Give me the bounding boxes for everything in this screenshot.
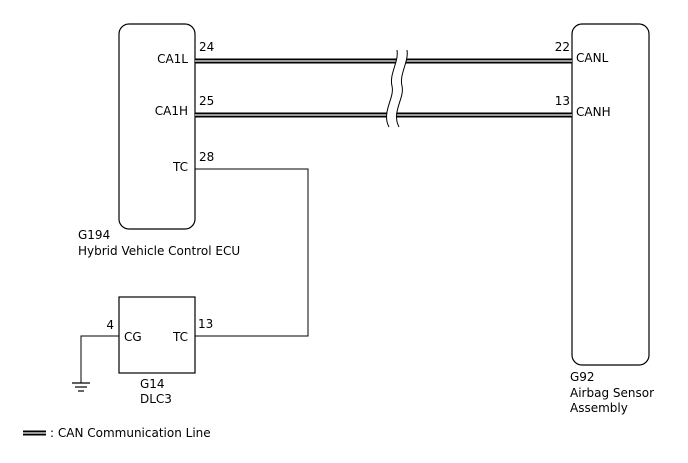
tc-wire <box>195 168 309 337</box>
dlc-pin-tc-number: 13 <box>198 317 213 331</box>
ecu-pin-ca1l-label: CA1L <box>157 52 188 66</box>
airbag-pin-canh-number: 13 <box>555 94 570 108</box>
ecu-pin-ca1l-number: 24 <box>199 40 214 54</box>
ecu-name: Hybrid Vehicle Control ECU <box>78 244 240 258</box>
airbag-pin-canl-number: 22 <box>555 40 570 54</box>
dlc-pin-tc-label: TC <box>172 330 188 344</box>
can-line-legend-label: : CAN Communication Line <box>50 426 211 440</box>
airbag-name-line1: Airbag Sensor <box>570 386 654 400</box>
ecu-pin-tc-label: TC <box>172 160 188 174</box>
airbag-sensor-box <box>571 23 650 366</box>
ecu-pin-ca1h-label: CA1H <box>155 104 188 118</box>
hybrid-ecu-box <box>118 23 196 230</box>
dlc-name: DLC3 <box>140 392 172 406</box>
airbag-code: G92 <box>570 370 595 384</box>
dlc-pin-cg-label: CG <box>124 330 142 344</box>
dlc-pin-cg-number: 4 <box>106 318 114 332</box>
ecu-pin-tc-number: 28 <box>199 150 214 164</box>
ground-icon <box>72 382 90 392</box>
ecu-pin-ca1h-number: 25 <box>199 94 214 108</box>
airbag-name-line2: Assembly <box>570 401 628 415</box>
wire-break-symbol <box>386 49 408 130</box>
dlc-code: G14 <box>140 377 165 391</box>
cg-wire <box>80 335 119 383</box>
airbag-pin-canh-label: CANH <box>576 105 611 119</box>
airbag-pin-canl-label: CANL <box>576 51 609 65</box>
dlc3-box <box>118 296 196 374</box>
ecu-code: G194 <box>78 228 110 242</box>
